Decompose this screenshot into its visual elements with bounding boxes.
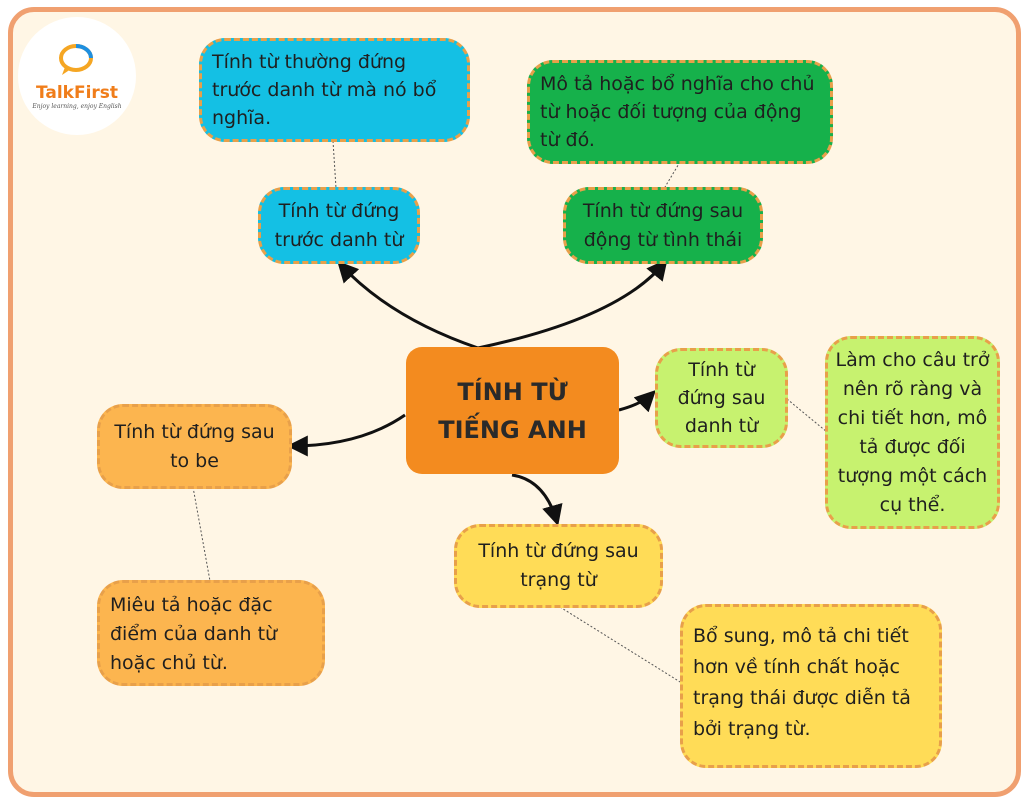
logo-tagline: Enjoy learning, enjoy English xyxy=(32,102,122,110)
note-before-noun: Tính từ thường đứng trước danh từ mà nó … xyxy=(199,38,470,142)
node-after-noun: Tính từ đứng sau danh từ xyxy=(655,348,788,448)
node-after-to-be: Tính từ đứng sau to be xyxy=(97,404,292,489)
node-before-noun: Tính từ đứng trước danh từ xyxy=(258,187,420,264)
node-after-modal-verb: Tính từ đứng sau động từ tình thái xyxy=(563,187,763,264)
central-topic: TÍNH TỪ TIẾNG ANH xyxy=(406,347,619,474)
note-after-noun: Làm cho câu trở nên rõ ràng và chi tiết … xyxy=(825,336,1000,529)
note-after-adverb: Bổ sung, mô tả chi tiết hơn về tính chất… xyxy=(680,604,942,768)
node-after-adverb: Tính từ đứng sau trạng từ xyxy=(454,524,663,608)
logo: TalkFirst Enjoy learning, enjoy English xyxy=(18,17,136,135)
logo-name: TalkFirst xyxy=(35,82,119,103)
speech-bubble-icon xyxy=(59,43,93,75)
note-after-modal-verb: Mô tả hoặc bổ nghĩa cho chủ từ hoặc đối … xyxy=(527,60,833,164)
note-after-to-be: Miêu tả hoặc đặc điểm của danh từ hoặc c… xyxy=(97,580,325,686)
